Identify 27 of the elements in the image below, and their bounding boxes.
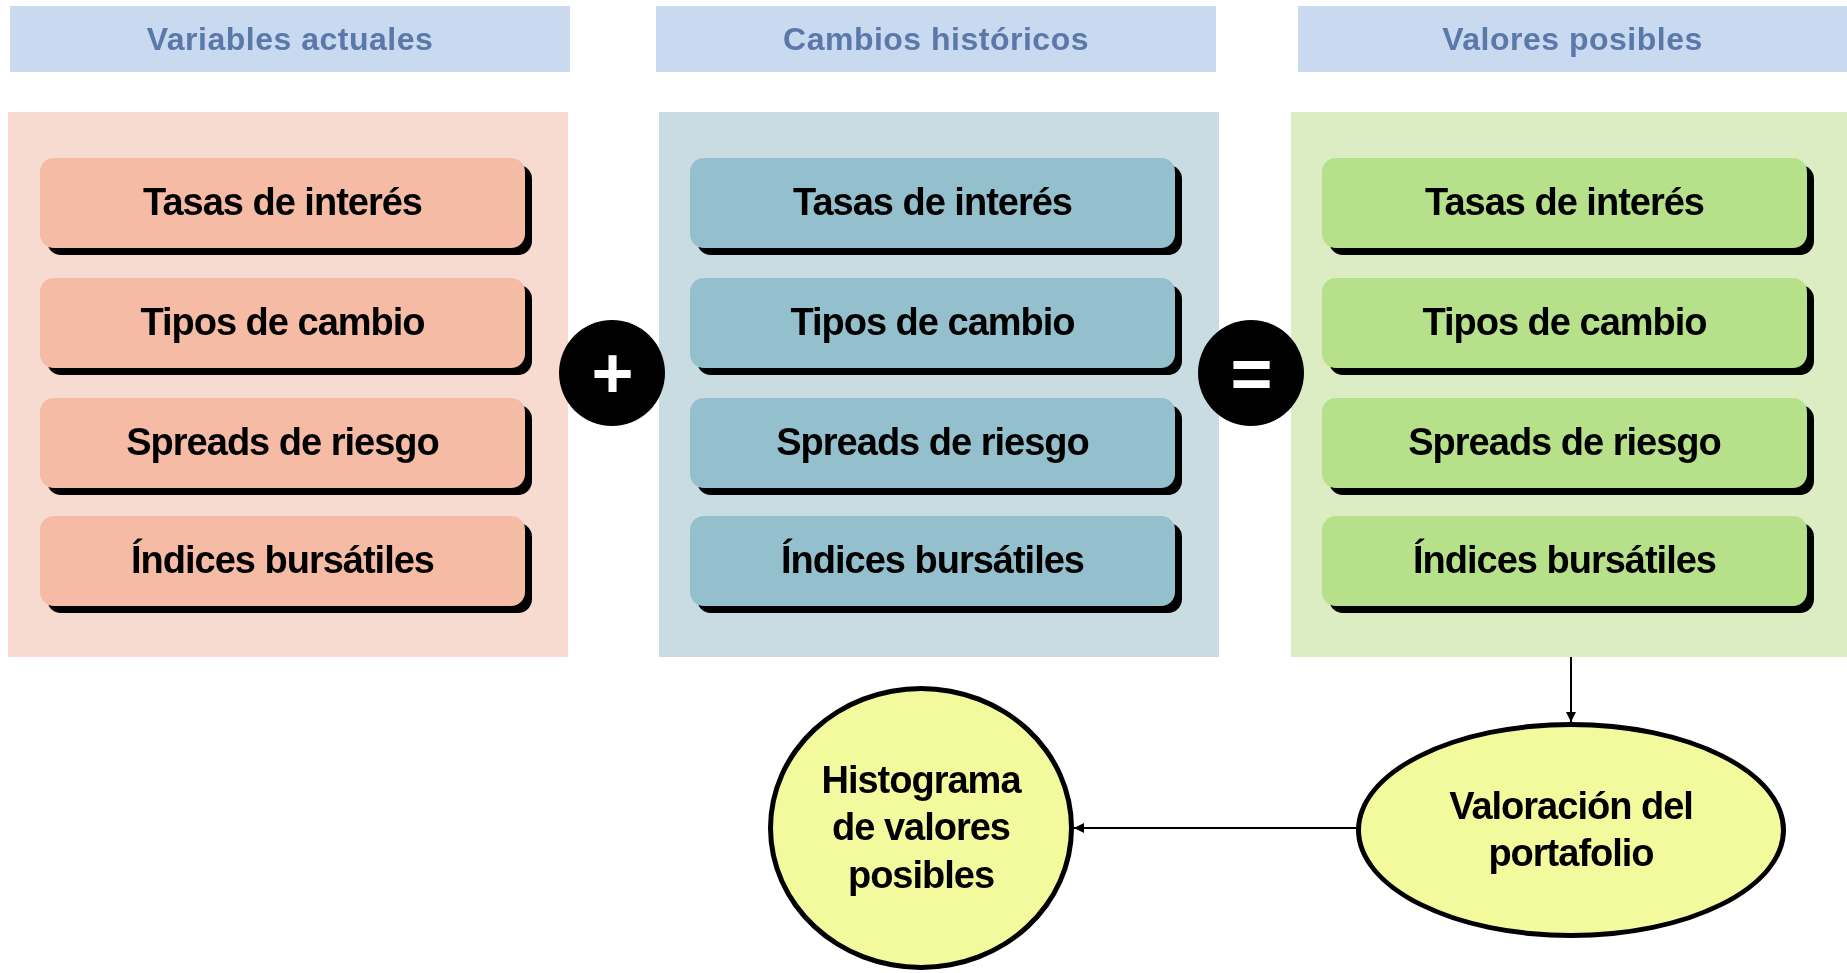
node-label: Índices bursátiles bbox=[781, 537, 1084, 584]
node-label: Tasas de interés bbox=[143, 180, 422, 226]
node-label: Histograma de valores posibles bbox=[820, 757, 1023, 898]
node-label: Tipos de cambio bbox=[1422, 300, 1707, 346]
column-header bbox=[656, 6, 1216, 72]
node-label: Índices bursátiles bbox=[131, 537, 434, 584]
node-label: Tasas de interés bbox=[1425, 180, 1704, 226]
header-text: Cambios históricos bbox=[783, 20, 1089, 59]
arrow bbox=[1566, 656, 1576, 723]
node-label: Spreads de riesgo bbox=[1408, 420, 1721, 466]
arrow bbox=[1073, 823, 1357, 833]
node-label: Tipos de cambio bbox=[140, 300, 425, 346]
node-label: Tipos de cambio bbox=[790, 300, 1075, 346]
header-text: Variables actuales bbox=[146, 20, 434, 59]
column-panel bbox=[1291, 112, 1847, 657]
column-panel bbox=[659, 112, 1219, 657]
operator-symbol: + bbox=[591, 337, 633, 409]
node-label: Tasas de interés bbox=[793, 180, 1072, 226]
node-label: Spreads de riesgo bbox=[126, 420, 439, 466]
column-header bbox=[10, 6, 570, 72]
operator-symbol: = bbox=[1230, 337, 1272, 409]
node-label: Valoración del portafolio bbox=[1448, 783, 1694, 876]
header-text: Valores posibles bbox=[1442, 20, 1703, 59]
column-panel bbox=[8, 112, 568, 657]
node-label: Spreads de riesgo bbox=[776, 420, 1089, 466]
node-label: Índices bursátiles bbox=[1413, 537, 1716, 584]
column-header bbox=[1298, 6, 1847, 72]
